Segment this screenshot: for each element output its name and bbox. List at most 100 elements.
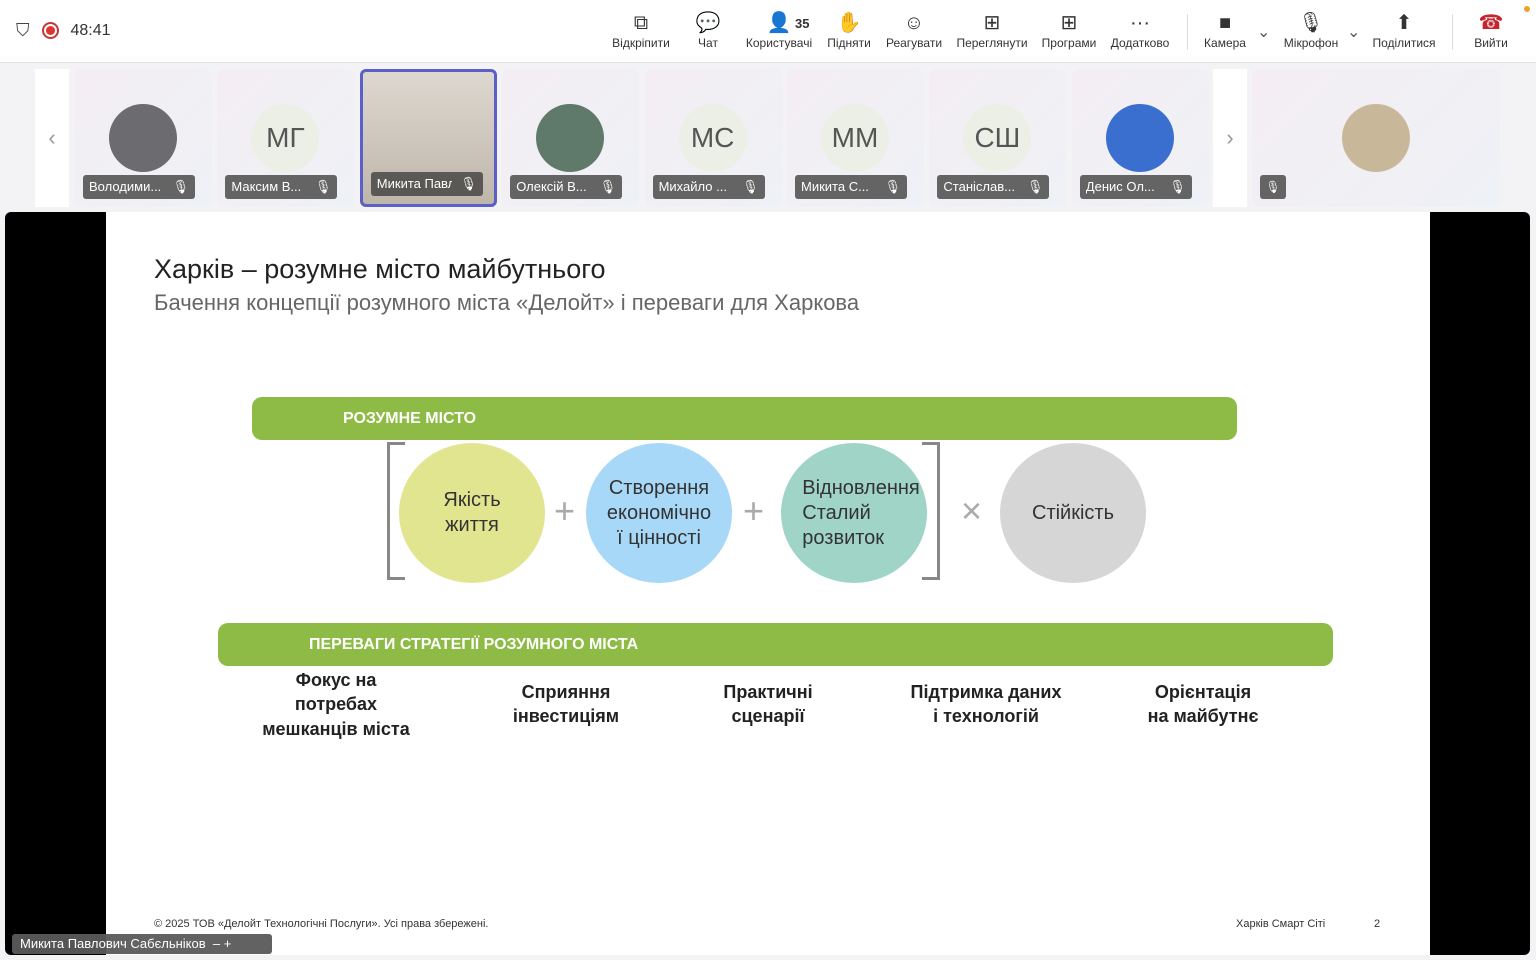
toolbar-label: Підняти bbox=[827, 36, 871, 50]
raise-hand-icon: ✋ bbox=[836, 12, 862, 34]
grid-icon: ⊞ bbox=[983, 12, 1001, 34]
participant-name: Олексій В... bbox=[516, 179, 587, 194]
benefit-item: Сприяння інвестиціям bbox=[512, 682, 620, 727]
mic-off-icon: 🎙 bbox=[599, 179, 617, 194]
toolbar-label: Додатково bbox=[1110, 36, 1170, 50]
next-page-button[interactable]: › bbox=[1213, 69, 1247, 207]
participant-tile[interactable]: Микита Павл...🎙 bbox=[359, 69, 497, 207]
toolbar-button[interactable]: ■ Камера bbox=[1204, 10, 1246, 50]
avatar: ММ bbox=[821, 104, 889, 172]
toolbar-label: Відкріпити bbox=[612, 36, 670, 50]
participant-name: Володими... bbox=[89, 179, 162, 194]
slide-page-number: 2 bbox=[1374, 918, 1381, 930]
toolbar-button[interactable]: 🎙Мікрофон bbox=[1284, 10, 1338, 50]
mic-off-icon: 🎙 bbox=[1026, 179, 1044, 194]
participant-tile[interactable]: ММ Микита С...🎙 bbox=[787, 69, 924, 207]
participant-name-label: Володими...🎙 bbox=[83, 175, 195, 199]
shield-icon[interactable]: ⛉ bbox=[16, 20, 30, 40]
mic-off-icon: 🎙 bbox=[742, 179, 759, 194]
toolbar-button[interactable]: ☺ Реагувати bbox=[886, 10, 942, 50]
avatar: МС bbox=[678, 104, 747, 172]
mic-off-icon: 🎙 bbox=[460, 176, 477, 191]
chat-icon: 💬 bbox=[695, 12, 721, 34]
hangup-icon: ☎ bbox=[1478, 12, 1504, 34]
notification-dot bbox=[1524, 6, 1530, 12]
participant-name: Максим В... bbox=[231, 179, 302, 194]
toolbar-button[interactable]: ✋ Підняти bbox=[827, 10, 871, 50]
avatar bbox=[1105, 104, 1174, 172]
slide-title: Харків – розумне місто майбутнього bbox=[154, 254, 606, 284]
toolbar-label: Вийти bbox=[1474, 36, 1508, 50]
participant-name-label: Максим В... 🎙 bbox=[225, 175, 338, 199]
avatar: МГ bbox=[251, 104, 320, 172]
participant-name: Микита С... bbox=[801, 179, 869, 194]
participant-tile[interactable]: Олексій В... 🎙 bbox=[502, 69, 640, 207]
toolbar-button[interactable]: 💬 Чат bbox=[696, 10, 721, 50]
right-bracket bbox=[922, 442, 940, 580]
toolbar-label: Реагувати bbox=[885, 36, 943, 50]
toolbar-button[interactable]: ⬆Поділитися bbox=[1372, 10, 1435, 50]
speaker-name: Микита Павлович Сабєльніков bbox=[20, 936, 206, 951]
slide-subtitle: Бачення концепції розумного міста «Делой… bbox=[154, 290, 860, 315]
self-view-tile[interactable]: 🎙 bbox=[1252, 69, 1500, 207]
plus-sign: + bbox=[554, 490, 576, 531]
popout-icon: ⧉ bbox=[633, 12, 649, 34]
toolbar-label: Чат bbox=[698, 36, 718, 50]
toolbar-label: Програми bbox=[1041, 36, 1097, 50]
slide-copyright: © 2025 ТОВ «Делойт Технологічні Послуги»… bbox=[154, 918, 489, 930]
participant-name-label: Денис Ол...🎙 bbox=[1079, 175, 1192, 199]
participant-name: Станіслав... bbox=[943, 179, 1015, 194]
toolbar-label: Камера bbox=[1204, 36, 1246, 50]
toolbar-button[interactable]: ⊞ Переглянути bbox=[956, 10, 1027, 50]
speaker-name-label: Микита Павлович Сабєльніков – + bbox=[12, 934, 272, 954]
mic-off-icon: 🎙 bbox=[1169, 179, 1186, 194]
toolbar-label: Переглянути bbox=[956, 36, 1028, 50]
people-icon: 👤 bbox=[766, 12, 792, 34]
benefits-bar: ПЕРЕВАГИ СТРАТЕГІЇ РОЗУМНОГО МІСТА bbox=[218, 623, 1333, 666]
participant-name-label: Микита Павл...🎙 bbox=[370, 172, 483, 196]
avatar bbox=[1342, 104, 1410, 172]
zoom-controls[interactable]: – + bbox=[209, 936, 232, 951]
participant-count: 35 bbox=[795, 16, 810, 31]
toolbar-button[interactable]: ··· Додатково bbox=[1111, 10, 1170, 50]
circle-quality-of-life: Якість життя bbox=[399, 443, 545, 583]
participant-tile[interactable]: МГ Максим В... 🎙 bbox=[217, 69, 355, 207]
toolbar-button[interactable]: ⊞Програми bbox=[1042, 10, 1097, 50]
benefit-item: Підтримка даних і технологій bbox=[910, 682, 1062, 727]
mic-off-icon: 🎙 bbox=[314, 179, 332, 194]
smart-city-bar: РОЗУМНЕ МІСТО bbox=[252, 397, 1237, 440]
toolbar-label: Поділитися bbox=[1372, 36, 1436, 50]
participant-tile[interactable]: МС Михайло ... 🎙 bbox=[644, 69, 782, 207]
leave-button[interactable]: ☎ Вийти bbox=[1474, 10, 1508, 50]
participant-name: Михайло ... bbox=[658, 179, 727, 194]
smiley-icon: ☺ bbox=[903, 12, 925, 34]
benefit-item: Практичні сценарії bbox=[723, 682, 813, 727]
plus-sign: + bbox=[743, 490, 765, 531]
camera-off-icon: ■ bbox=[1218, 12, 1232, 34]
chevron-down-icon[interactable]: ⌄ bbox=[1257, 24, 1271, 41]
participant-name-label: Станіслав... 🎙 bbox=[937, 175, 1050, 199]
circle-resilience: Стійкість bbox=[1000, 443, 1146, 583]
circle-sustainability: Відновлення Сталий розвиток bbox=[781, 443, 927, 583]
benefit-item: Фокус на потребах мешканців міста bbox=[262, 670, 410, 739]
participant-name-label: Олексій В... 🎙 bbox=[510, 175, 623, 199]
toolbar-label: Мікрофон bbox=[1283, 36, 1339, 50]
meeting-timer: 48:41 bbox=[70, 21, 111, 39]
mic-off-icon: 🎙 bbox=[1260, 175, 1286, 199]
participant-tile[interactable]: Денис Ол...🎙 bbox=[1071, 69, 1209, 207]
presentation-slide: Харків – розумне місто майбутнього Бачен… bbox=[106, 212, 1430, 955]
left-bracket bbox=[387, 442, 405, 580]
participant-tile[interactable]: Володими...🎙 bbox=[75, 69, 212, 207]
more-icon: ··· bbox=[1130, 12, 1150, 34]
prev-page-button[interactable]: ‹ bbox=[35, 69, 69, 207]
recording-icon bbox=[41, 22, 59, 39]
avatar bbox=[536, 104, 605, 172]
chevron-down-icon[interactable]: ⌄ bbox=[1347, 24, 1361, 41]
toolbar-button[interactable]: ⧉ Відкріпити bbox=[612, 10, 670, 50]
circle-economic-value: Створення економічно ї цінності bbox=[586, 443, 732, 583]
avatar bbox=[109, 104, 177, 172]
participant-name-label: Микита С...🎙 bbox=[795, 175, 907, 199]
